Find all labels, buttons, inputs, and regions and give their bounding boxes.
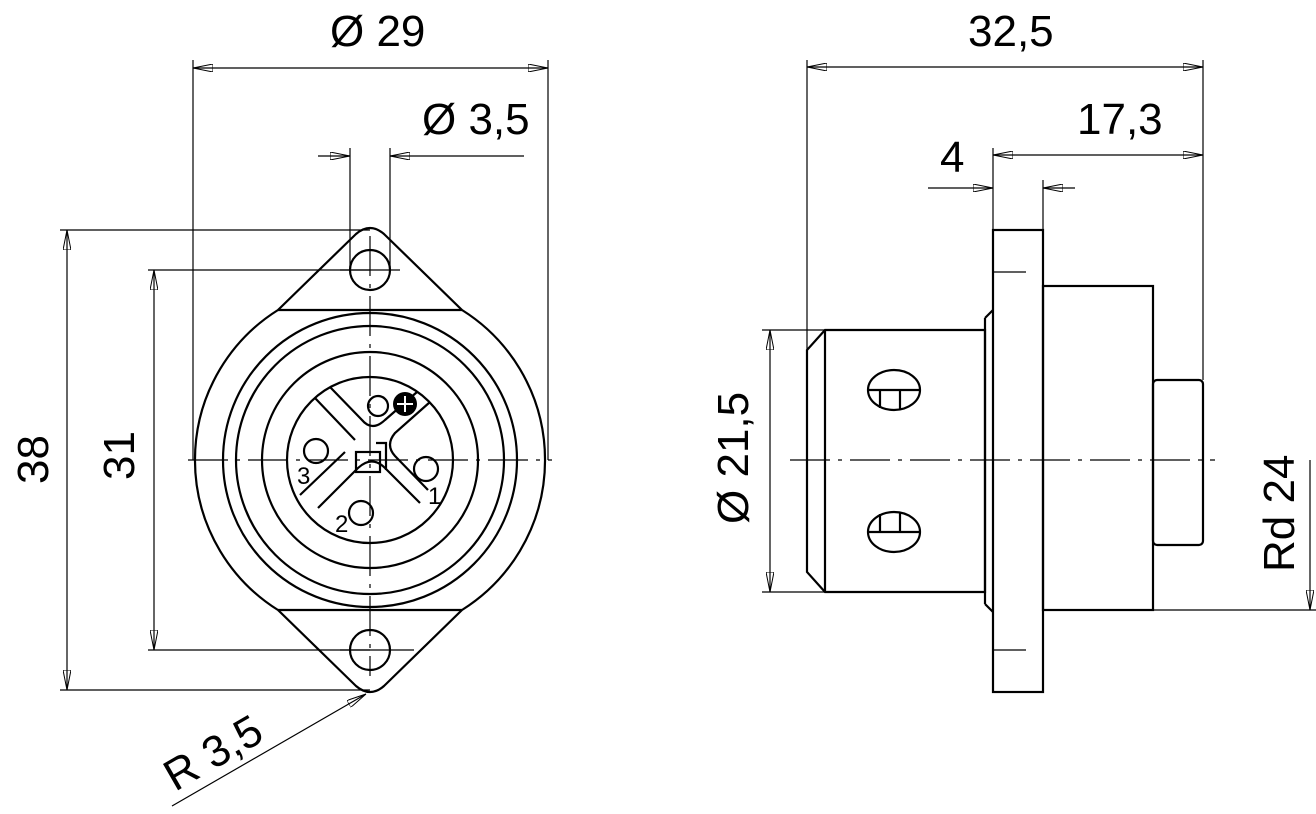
side-dimensions: 32,5 17,3 4 Ø 21,5 Rd 24: [709, 7, 1316, 611]
insert-ribs: [299, 386, 431, 509]
pin-contact-1: [412, 455, 440, 483]
front-view: 3 1 2: [188, 226, 552, 694]
dim-thread: Rd 24: [1255, 455, 1304, 572]
body-collar: [983, 309, 994, 613]
pin-contact-3: [302, 437, 330, 465]
dim-hole-diameter: Ø 3,5: [422, 95, 530, 144]
dim-height: 38: [9, 435, 58, 484]
latch-window-bottom: [866, 510, 922, 554]
side-view: [790, 228, 1215, 694]
dim-outer-diameter: Ø 29: [330, 7, 425, 56]
pin-contact-2: [347, 499, 375, 527]
dim-hole-spacing: 31: [95, 431, 144, 480]
pin-label-2: 2: [335, 511, 348, 538]
pin-label-1: 1: [428, 483, 441, 510]
rear-housing: [1041, 284, 1155, 612]
flange: [991, 228, 1045, 694]
rear-thread: [1151, 378, 1205, 547]
dim-flange-thickness: 4: [940, 133, 964, 182]
dim-rear-length: 17,3: [1077, 95, 1163, 144]
dim-radius: R 3,5: [156, 706, 272, 801]
coding-key: [354, 450, 382, 474]
pin-contact-top: [366, 394, 390, 418]
dim-total-length: 32,5: [968, 7, 1054, 56]
pin-label-3: 3: [297, 463, 310, 490]
dim-body-diameter: Ø 21,5: [709, 392, 758, 524]
front-dimensions: Ø 29 Ø 3,5 38 31 R 3,5: [9, 7, 549, 807]
latch-window-top: [866, 368, 922, 412]
